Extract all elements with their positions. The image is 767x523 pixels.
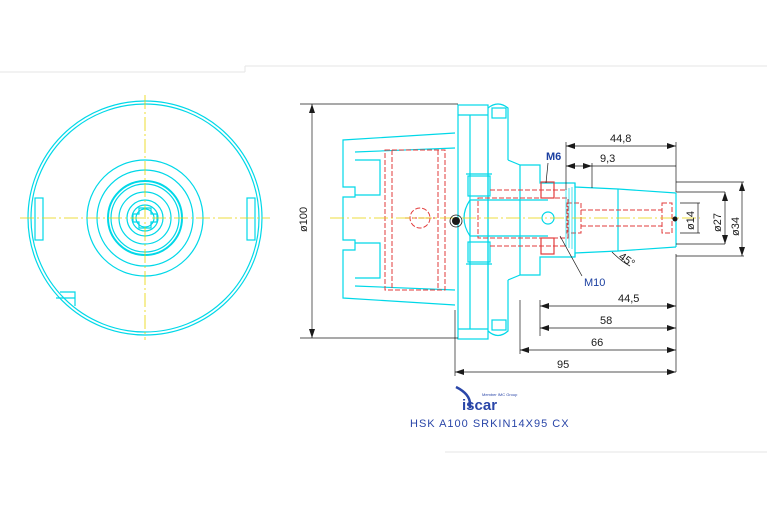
hsk-shank-outline	[342, 132, 456, 306]
dim-9-3: 9,3	[600, 153, 615, 165]
dim-angle-45: 45°	[616, 251, 637, 270]
iscar-logo: iscar Member IMC Group	[455, 385, 518, 414]
nose-outline	[463, 164, 677, 276]
side-view	[330, 103, 700, 340]
end-view-centerlines	[20, 95, 270, 340]
logo-wordmark: iscar	[462, 397, 497, 414]
logo-tagline: Member IMC Group	[482, 392, 518, 397]
sheet-frame	[0, 65, 767, 453]
dim-95: 95	[557, 359, 569, 371]
datum-markers	[449, 214, 678, 228]
dim-44-5: 44,5	[618, 293, 639, 305]
dimension-arrows	[309, 104, 745, 375]
flange-outline	[457, 103, 521, 340]
dim-d34: ø34	[730, 217, 742, 236]
product-code: HSK A100 SRKIN14X95 CX	[410, 418, 570, 430]
dim-d27: ø27	[712, 213, 724, 232]
dim-66: 66	[591, 337, 603, 349]
callout-m6: M6	[546, 151, 561, 163]
dim-d100: ø100	[298, 207, 310, 232]
dim-44-8: 44,8	[610, 133, 631, 145]
callout-m10: M10	[584, 277, 605, 289]
dim-58: 58	[600, 315, 612, 327]
end-view	[20, 95, 270, 340]
m6-screws	[540, 181, 555, 255]
dimension-lines	[300, 103, 744, 376]
dim-d14: ø14	[685, 211, 697, 230]
